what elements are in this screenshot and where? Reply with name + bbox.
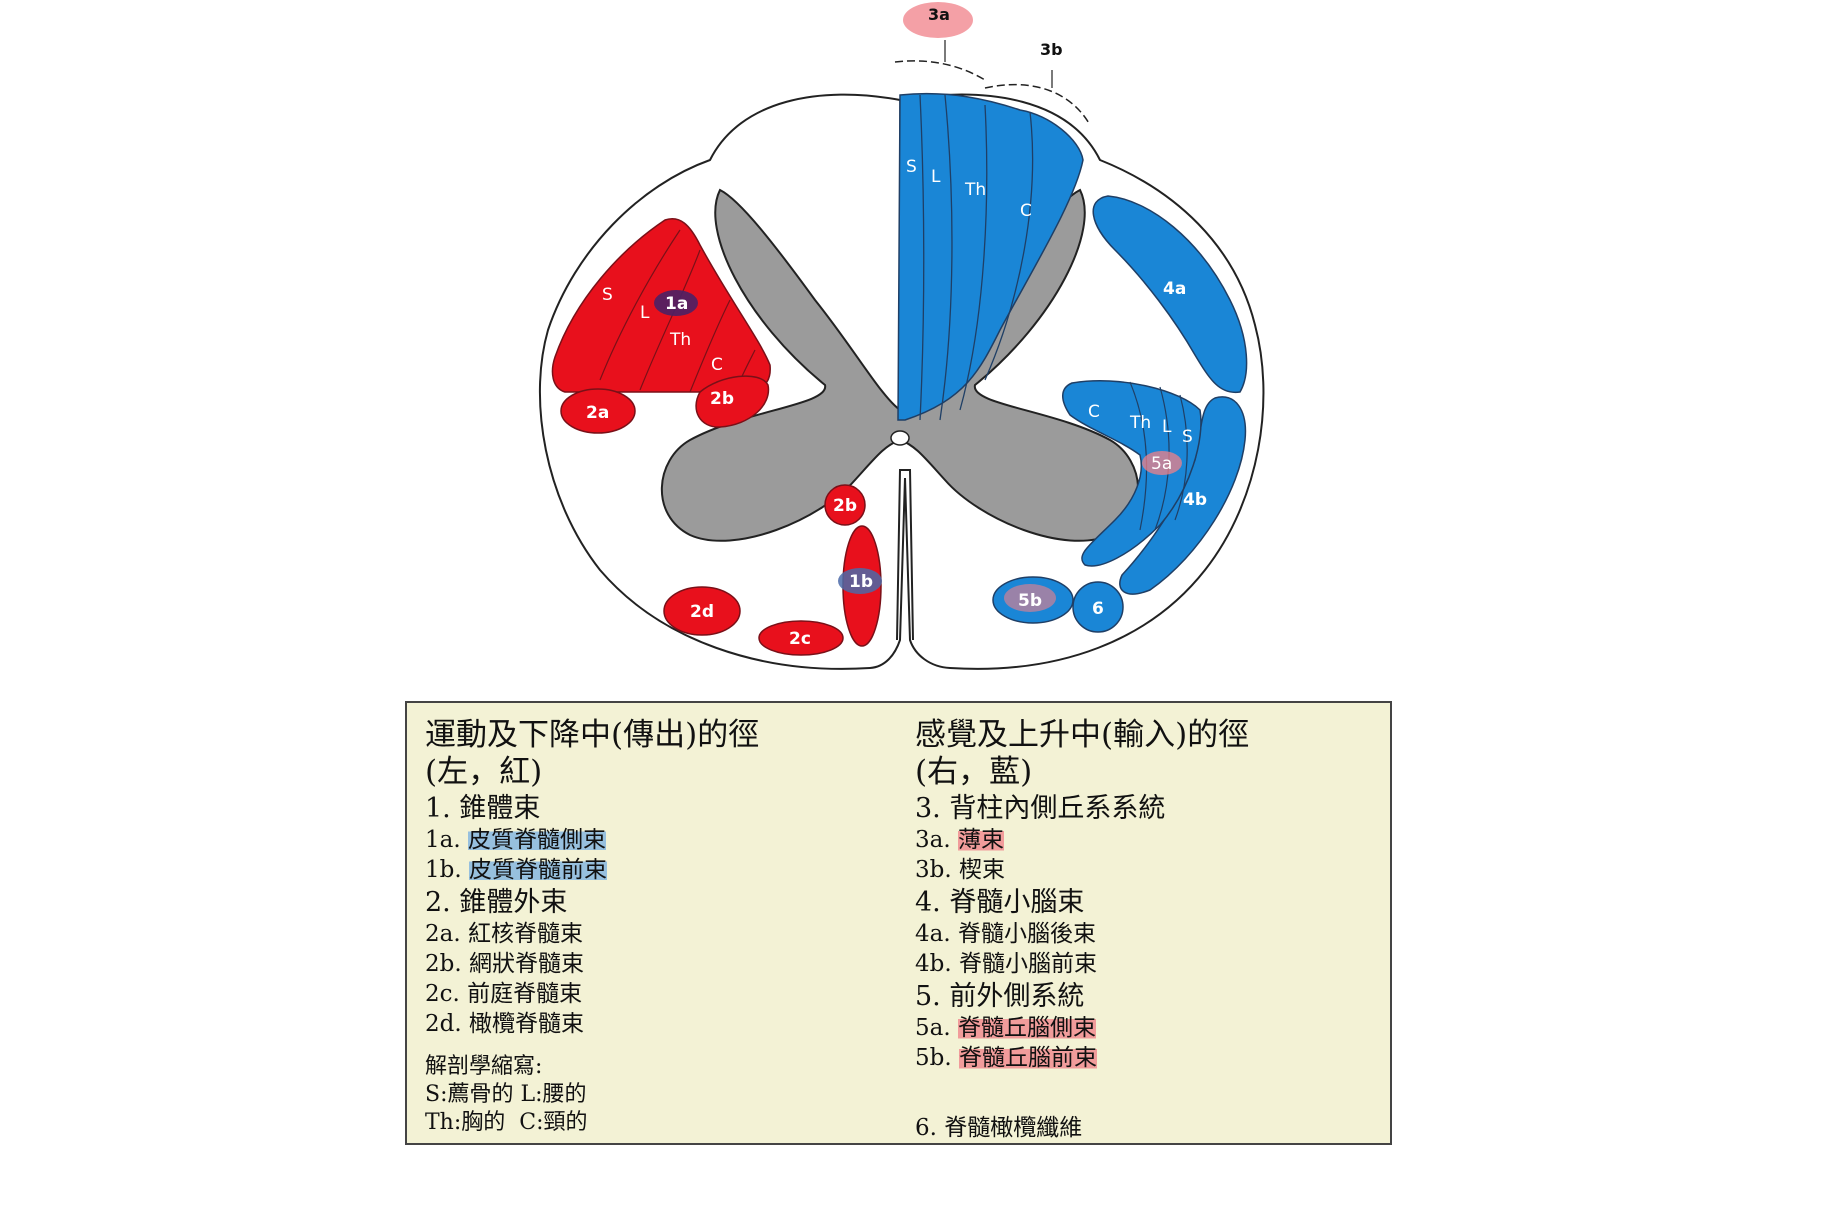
tract-6 — [1072, 581, 1124, 633]
lat-cst-label-S: S — [602, 285, 613, 305]
legend-item: 3a. 薄束 — [915, 827, 1004, 853]
abbreviation-title: 解剖學縮寫: — [425, 1054, 543, 1079]
legend-box: 運動及下降中(傳出)的徑 (左，紅) 1. 錐體束 1a. 皮質脊髓側束 1b.… — [405, 701, 1392, 1145]
legend-item: 5. 前外側系統 — [915, 981, 1085, 1012]
lat-cst-label-Th: Th — [669, 330, 691, 350]
legend-item: 5a. 脊髓丘腦側束 — [915, 1015, 1096, 1041]
tract-2b-anterior — [824, 484, 866, 526]
legend-item: 3. 背柱內側丘系系統 — [915, 793, 1166, 824]
label-2a: 2a — [586, 403, 609, 423]
legend-item: 2c. 前庭脊髓束 — [425, 981, 583, 1007]
legend-item: 4b. 脊髓小腦前束 — [915, 951, 1097, 977]
dorsal-column — [897, 92, 1084, 421]
tract-2b-lateral — [695, 375, 770, 428]
alc-label-5a: 5a — [1151, 454, 1172, 474]
legend-item: 2b. 網狀脊髓束 — [425, 951, 584, 977]
legend-item: 1b. 皮質脊髓前束 — [425, 857, 607, 883]
label-2b-lateral: 2b — [710, 389, 734, 409]
legend-item: 6. 脊髓橄欖纖維 — [915, 1115, 1083, 1141]
spinal-cord-diagram: S L Th C 3a 3b 4a 4b C Th L S 5a 5b 6 S … — [538, 2, 1265, 670]
tract-2d — [663, 586, 741, 636]
legend-item: 1a. 皮質脊髓側束 — [425, 827, 606, 853]
label-4a: 4a — [1163, 279, 1186, 299]
legend-item: 3b. 楔束 — [915, 857, 1005, 883]
legend-sensory-heading-1: 感覺及上升中(輸入)的徑 — [915, 717, 1250, 753]
alc-label-L: L — [1162, 417, 1172, 437]
label-5b: 5b — [1018, 591, 1042, 611]
lat-cst-label-L: L — [640, 303, 650, 323]
label-3b: 3b — [1040, 40, 1063, 59]
lat-cst-label-1a: 1a — [665, 294, 688, 314]
legend-item: 5b. 脊髓丘腦前束 — [915, 1045, 1097, 1071]
legend-motor-heading-2: (左，紅) — [425, 754, 543, 790]
dorsal-label-L: L — [931, 167, 941, 187]
tract-2c — [758, 620, 844, 656]
highlight-3a — [903, 2, 973, 38]
legend-motor-column: 運動及下降中(傳出)的徑 (左，紅) 1. 錐體束 1a. 皮質脊髓側束 1b.… — [425, 717, 885, 1137]
legend-item: 4. 脊髓小腦束 — [915, 887, 1085, 918]
lat-cst-label-C: C — [711, 355, 723, 375]
label-2b-anterior: 2b — [833, 496, 857, 516]
tract-4a — [1092, 195, 1248, 394]
label-2d: 2d — [690, 602, 714, 622]
legend-item: 4a. 脊髓小腦後束 — [915, 921, 1096, 947]
alc-label-S: S — [1182, 427, 1193, 447]
tract-2a — [560, 388, 636, 434]
central-canal — [890, 430, 910, 446]
alc-label-C: C — [1088, 402, 1100, 422]
label-1b: 1b — [849, 572, 873, 592]
legend-item: 2. 錐體外束 — [425, 887, 568, 918]
label-4b: 4b — [1183, 490, 1207, 510]
legend-motor-heading-1: 運動及下降中(傳出)的徑 — [425, 717, 760, 753]
legend-sensory-column: 感覺及上升中(輸入)的徑 (右，藍) 3. 背柱內側丘系系統 3a. 薄束 3b… — [915, 717, 1375, 1143]
legend-sensory-heading-2: (右，藍) — [915, 754, 1033, 790]
abbreviation-line: S:薦骨的 L:腰的 — [425, 1082, 587, 1107]
tract-anterolateral — [1062, 380, 1202, 567]
abbreviation-line: Th:胸的 C:頸的 — [425, 1110, 588, 1135]
alc-label-Th: Th — [1129, 413, 1151, 433]
dorsal-label-Th: Th — [964, 180, 986, 200]
legend-item: 2d. 橄欖脊髓束 — [425, 1011, 584, 1037]
legend-item: 1. 錐體束 — [425, 793, 541, 824]
label-3a: 3a — [928, 5, 950, 24]
label-2c: 2c — [789, 629, 811, 649]
dorsal-label-C: C — [1020, 201, 1032, 221]
dorsal-label-S: S — [906, 157, 917, 177]
legend-item: 2a. 紅核脊髓束 — [425, 921, 583, 947]
label-6: 6 — [1092, 599, 1104, 619]
